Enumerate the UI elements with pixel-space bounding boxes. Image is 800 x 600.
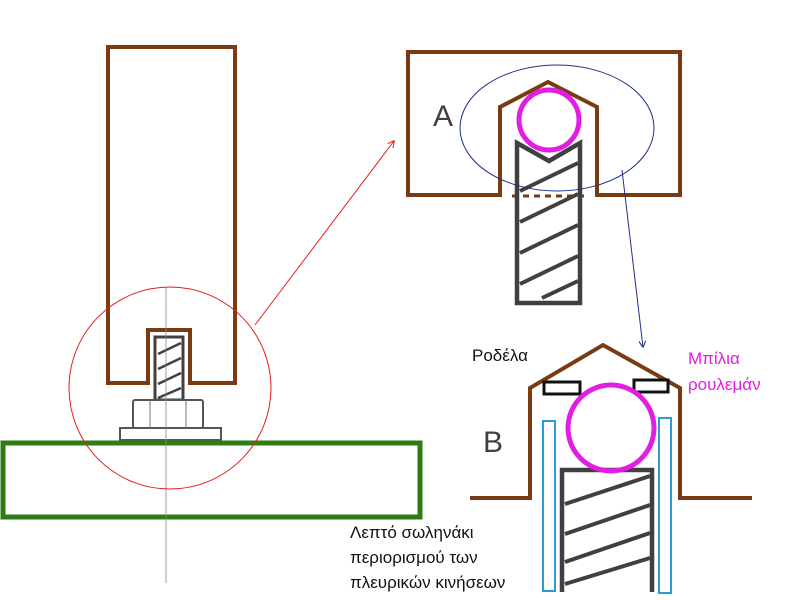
detail-a-ball-bearing [516,87,582,153]
bolt-overall [153,335,185,402]
zoom-arrow-to-detail-a [254,141,394,326]
upper-body-frame [106,45,237,385]
detail-b: B Ροδέλα Μπίλια ρουλεμάν Λεπτό σωληνάκι … [350,342,761,594]
detail-b-washer-right [632,378,670,394]
hex-nut [132,399,204,429]
zoom-arrow-to-detail-b [621,169,643,347]
detail-a-frame [406,50,682,197]
guide-tube-left [542,420,556,592]
zoom-circle [68,286,272,490]
guide-tube-label-line2: περιορισμού των [350,548,478,567]
base-washer [119,427,222,441]
detail-b-ball-bearing [565,382,657,474]
detail-a-label: A [433,100,453,133]
ball-bearing-label-line1: Μπίλια [688,349,740,368]
detail-a-bolt [514,139,583,306]
detail-b-label: B [483,426,503,459]
guide-tube-right [658,417,672,594]
detail-b-washer-left [542,380,582,396]
ball-bearing-label-line2: ρουλεμάν [688,375,761,394]
guide-tube-label-line1: Λεπτό σωληνάκι [350,523,474,542]
overall-assembly [0,45,423,583]
detail-b-frame [470,342,752,500]
washer-label: Ροδέλα [472,346,528,365]
base-plate [0,440,423,520]
guide-tube-label-line3: πλευρικών κινήσεων [350,573,505,592]
zoom-ellipse [459,64,655,192]
detail-b-bolt [559,467,655,592]
detail-a: A [406,50,682,347]
